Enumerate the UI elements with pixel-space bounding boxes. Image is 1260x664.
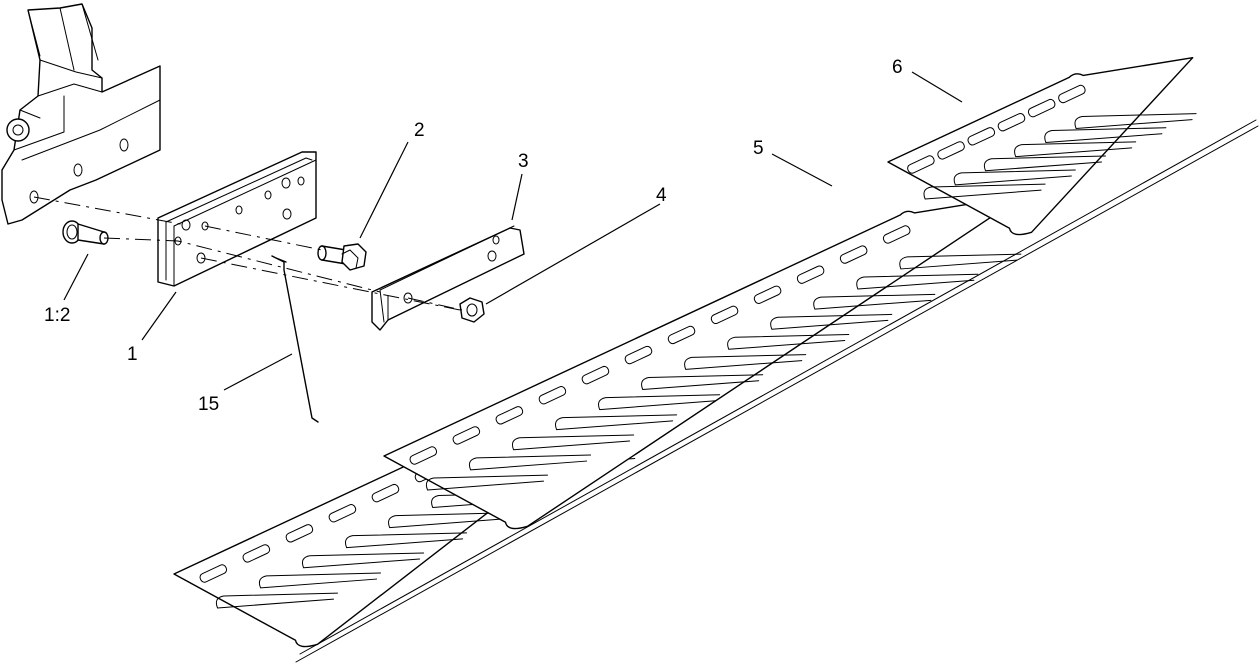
finger-slot bbox=[1014, 141, 1137, 158]
callout-labels: 1 1:2 2 3 4 5 6 15 bbox=[44, 57, 903, 415]
mounting-slot bbox=[1058, 84, 1086, 104]
finger-slot bbox=[258, 572, 382, 589]
finger-slot bbox=[684, 354, 807, 370]
finger-slot bbox=[953, 169, 1076, 186]
mounting-slot bbox=[882, 225, 911, 244]
hex-nut bbox=[459, 297, 485, 323]
mounting-slot bbox=[753, 285, 782, 304]
finger-slot bbox=[511, 434, 635, 451]
finger-slot bbox=[344, 532, 468, 549]
mounting-slot bbox=[907, 155, 935, 174]
callout-15: 15 bbox=[198, 394, 219, 415]
pivot-pin bbox=[62, 220, 109, 245]
mounting-slot bbox=[997, 113, 1026, 132]
mounting-slot bbox=[967, 127, 996, 146]
mounting-plate bbox=[157, 151, 317, 287]
finger-slot bbox=[215, 592, 339, 609]
callout-1-2: 1:2 bbox=[44, 305, 70, 326]
mounting-slot bbox=[285, 524, 314, 543]
mounting-slot bbox=[371, 483, 400, 503]
finger-slot bbox=[899, 253, 1022, 270]
mounting-slot bbox=[624, 345, 653, 365]
hex-key bbox=[271, 255, 319, 423]
plate-lower-edge bbox=[295, 119, 1259, 663]
scraper-plates bbox=[173, 57, 1259, 663]
finger-slot bbox=[727, 334, 850, 350]
callout-4: 4 bbox=[656, 185, 667, 206]
callout-6: 6 bbox=[892, 57, 903, 78]
finger-slot bbox=[813, 293, 936, 310]
mounting-slot bbox=[328, 504, 357, 523]
channel-bar bbox=[371, 225, 525, 331]
mounting-slot bbox=[452, 426, 481, 445]
mounting-slot bbox=[581, 365, 610, 385]
callout-3: 3 bbox=[518, 151, 529, 172]
callout-1: 1 bbox=[127, 344, 138, 365]
mounting-slot bbox=[538, 386, 567, 405]
mounting-slot bbox=[839, 245, 868, 264]
finger-slot bbox=[983, 155, 1106, 172]
mounting-slot bbox=[242, 544, 271, 563]
finger-slot bbox=[468, 454, 592, 471]
callout-2: 2 bbox=[414, 120, 425, 141]
bolt bbox=[317, 243, 367, 271]
leader-lines bbox=[63, 71, 963, 391]
finger-slot bbox=[598, 394, 721, 411]
finger-slot bbox=[425, 474, 549, 491]
mounting-slot bbox=[1027, 98, 1056, 118]
plate-section-3 bbox=[887, 57, 1194, 236]
mounting-slot bbox=[710, 305, 739, 325]
finger-slot bbox=[856, 273, 979, 290]
finger-slot bbox=[641, 374, 764, 390]
finger-slot bbox=[301, 552, 425, 569]
mounting-slot bbox=[409, 446, 438, 465]
mounting-slot bbox=[199, 564, 228, 583]
finger-slot bbox=[554, 414, 678, 431]
finger-slot bbox=[1074, 113, 1197, 129]
finger-slot bbox=[923, 183, 1046, 200]
finger-slot bbox=[770, 313, 893, 330]
mounting-slot bbox=[796, 265, 825, 284]
mounting-slot bbox=[667, 325, 696, 345]
frame-bracket bbox=[1, 3, 161, 225]
finger-slot bbox=[1044, 127, 1167, 144]
callout-5: 5 bbox=[753, 138, 764, 159]
alignment-lines bbox=[33, 196, 463, 311]
mounting-slot bbox=[937, 141, 965, 160]
mounting-slot bbox=[495, 406, 524, 425]
